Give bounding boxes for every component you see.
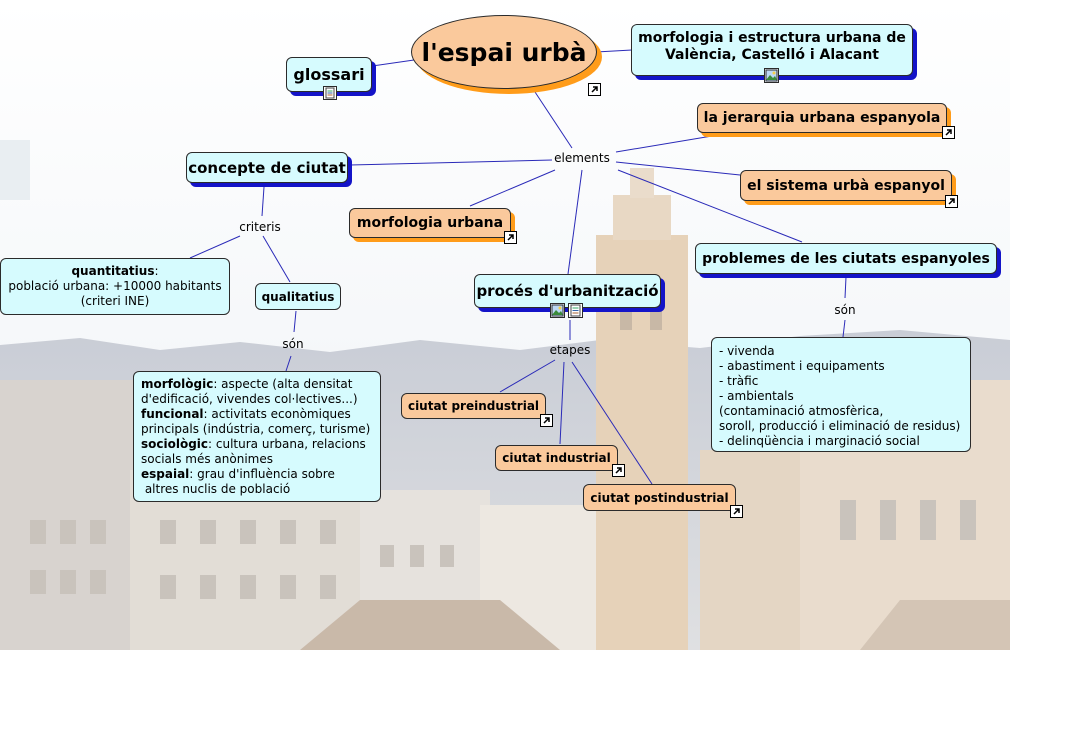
quantitatius-colon: : <box>154 264 159 278</box>
problemes-item: - tràfic <box>719 374 759 388</box>
qualitatius-title: qualitatius <box>261 289 335 304</box>
image-icon[interactable] <box>550 303 565 318</box>
sistema-urba-title: el sistema urbà espanyol <box>747 177 945 194</box>
morfologia-estructura-title: morfologia i estructura urbana de Valènc… <box>638 30 906 63</box>
link-arrow-icon[interactable] <box>942 126 955 139</box>
morfologic-term: morfològic <box>141 377 214 391</box>
problemes-title: problemes de les ciutats espanyoles <box>702 250 990 267</box>
ciutat-postindustrial-node[interactable]: ciutat postindustrial <box>583 484 736 511</box>
document-icon[interactable] <box>568 303 583 318</box>
problemes-item: - delinqüència i marginació social <box>719 434 920 448</box>
ciutat-preindustrial-title: ciutat preindustrial <box>407 399 540 413</box>
problemes-item: - abastiment i equipaments <box>719 359 885 373</box>
espaial-text2: altres nuclis de població <box>141 482 291 496</box>
sociologic-term: sociològic <box>141 437 209 451</box>
jerarquia-title: la jerarquia urbana espanyola <box>703 110 941 126</box>
quantitatius-node[interactable]: quantitatius: població urbana: +10000 ha… <box>0 258 230 315</box>
etapes-label: etapes <box>549 343 591 357</box>
quantitatius-title: quantitatius <box>71 264 155 278</box>
sociologic-text1: : cultura urbana, relacions <box>208 437 366 451</box>
sociologic-text2: socials més anònimes <box>141 452 273 466</box>
concepte-ciutat-title: concepte de ciutat <box>188 158 346 177</box>
problemes-item: (contaminació atmosfèrica, <box>719 404 884 418</box>
jerarquia-node[interactable]: la jerarquia urbana espanyola <box>697 103 947 133</box>
problemes-item: soroll, producció i eliminació de residu… <box>719 419 961 433</box>
link-arrow-icon[interactable] <box>540 414 553 427</box>
problemes-item: - vivenda <box>719 344 775 358</box>
morfologia-estructura-node[interactable]: morfologia i estructura urbana de Valènc… <box>631 24 913 76</box>
funcional-term: funcional <box>141 407 204 421</box>
morfologia-urbana-title: morfologia urbana <box>356 215 504 231</box>
espaial-text1: : grau d'influència sobre <box>189 467 335 481</box>
link-arrow-icon[interactable] <box>945 195 958 208</box>
problemes-detail-node[interactable]: - vivenda - abastiment i equipaments - t… <box>711 337 971 452</box>
funcional-text1: : activitats econòmiques <box>203 407 351 421</box>
son-label-qualitatius: són <box>282 337 304 351</box>
proces-urbanitzacio-node[interactable]: procés d'urbanització <box>474 274 661 308</box>
problemes-item: - ambientals <box>719 389 794 403</box>
sistema-urba-node[interactable]: el sistema urbà espanyol <box>740 170 952 201</box>
link-arrow-icon[interactable] <box>504 231 517 244</box>
espaial-term: espaial <box>141 467 190 481</box>
funcional-text2: principals (indústria, comerç, turisme) <box>141 422 371 436</box>
qualitatius-node[interactable]: qualitatius <box>255 283 341 310</box>
image-icon[interactable] <box>764 68 779 83</box>
morfologic-text2: d'edificació, vivendes col·lectives...) <box>141 392 358 406</box>
concepte-ciutat-node[interactable]: concepte de ciutat <box>186 152 348 183</box>
problemes-node[interactable]: problemes de les ciutats espanyoles <box>695 243 997 274</box>
quantitatius-line2: (criteri INE) <box>80 294 150 308</box>
quantitatius-line1: població urbana: +10000 habitants <box>8 279 222 293</box>
ciutat-preindustrial-node[interactable]: ciutat preindustrial <box>401 393 546 419</box>
son-label-problemes: són <box>834 303 856 317</box>
qualitatius-detail-node[interactable]: morfològic: aspecte (alta densitat d'edi… <box>133 371 381 502</box>
central-topic-title: l'espai urbà <box>421 37 587 67</box>
proces-urbanitzacio-title: procés d'urbanització <box>476 282 659 300</box>
link-arrow-icon[interactable] <box>588 83 601 96</box>
link-arrow-icon[interactable] <box>612 464 625 477</box>
ciutat-industrial-title: ciutat industrial <box>502 451 611 465</box>
criteris-label: criteris <box>239 220 281 234</box>
morfologic-text1: : aspecte (alta densitat <box>213 377 353 391</box>
document-icon[interactable] <box>323 86 337 100</box>
glossari-title: glossari <box>293 65 365 84</box>
morfologia-urbana-node[interactable]: morfologia urbana <box>349 208 511 238</box>
central-topic-node[interactable]: l'espai urbà <box>411 15 597 89</box>
ciutat-postindustrial-title: ciutat postindustrial <box>590 490 729 505</box>
link-arrow-icon[interactable] <box>730 505 743 518</box>
elements-label: elements <box>554 151 610 165</box>
ciutat-industrial-node[interactable]: ciutat industrial <box>495 445 618 471</box>
